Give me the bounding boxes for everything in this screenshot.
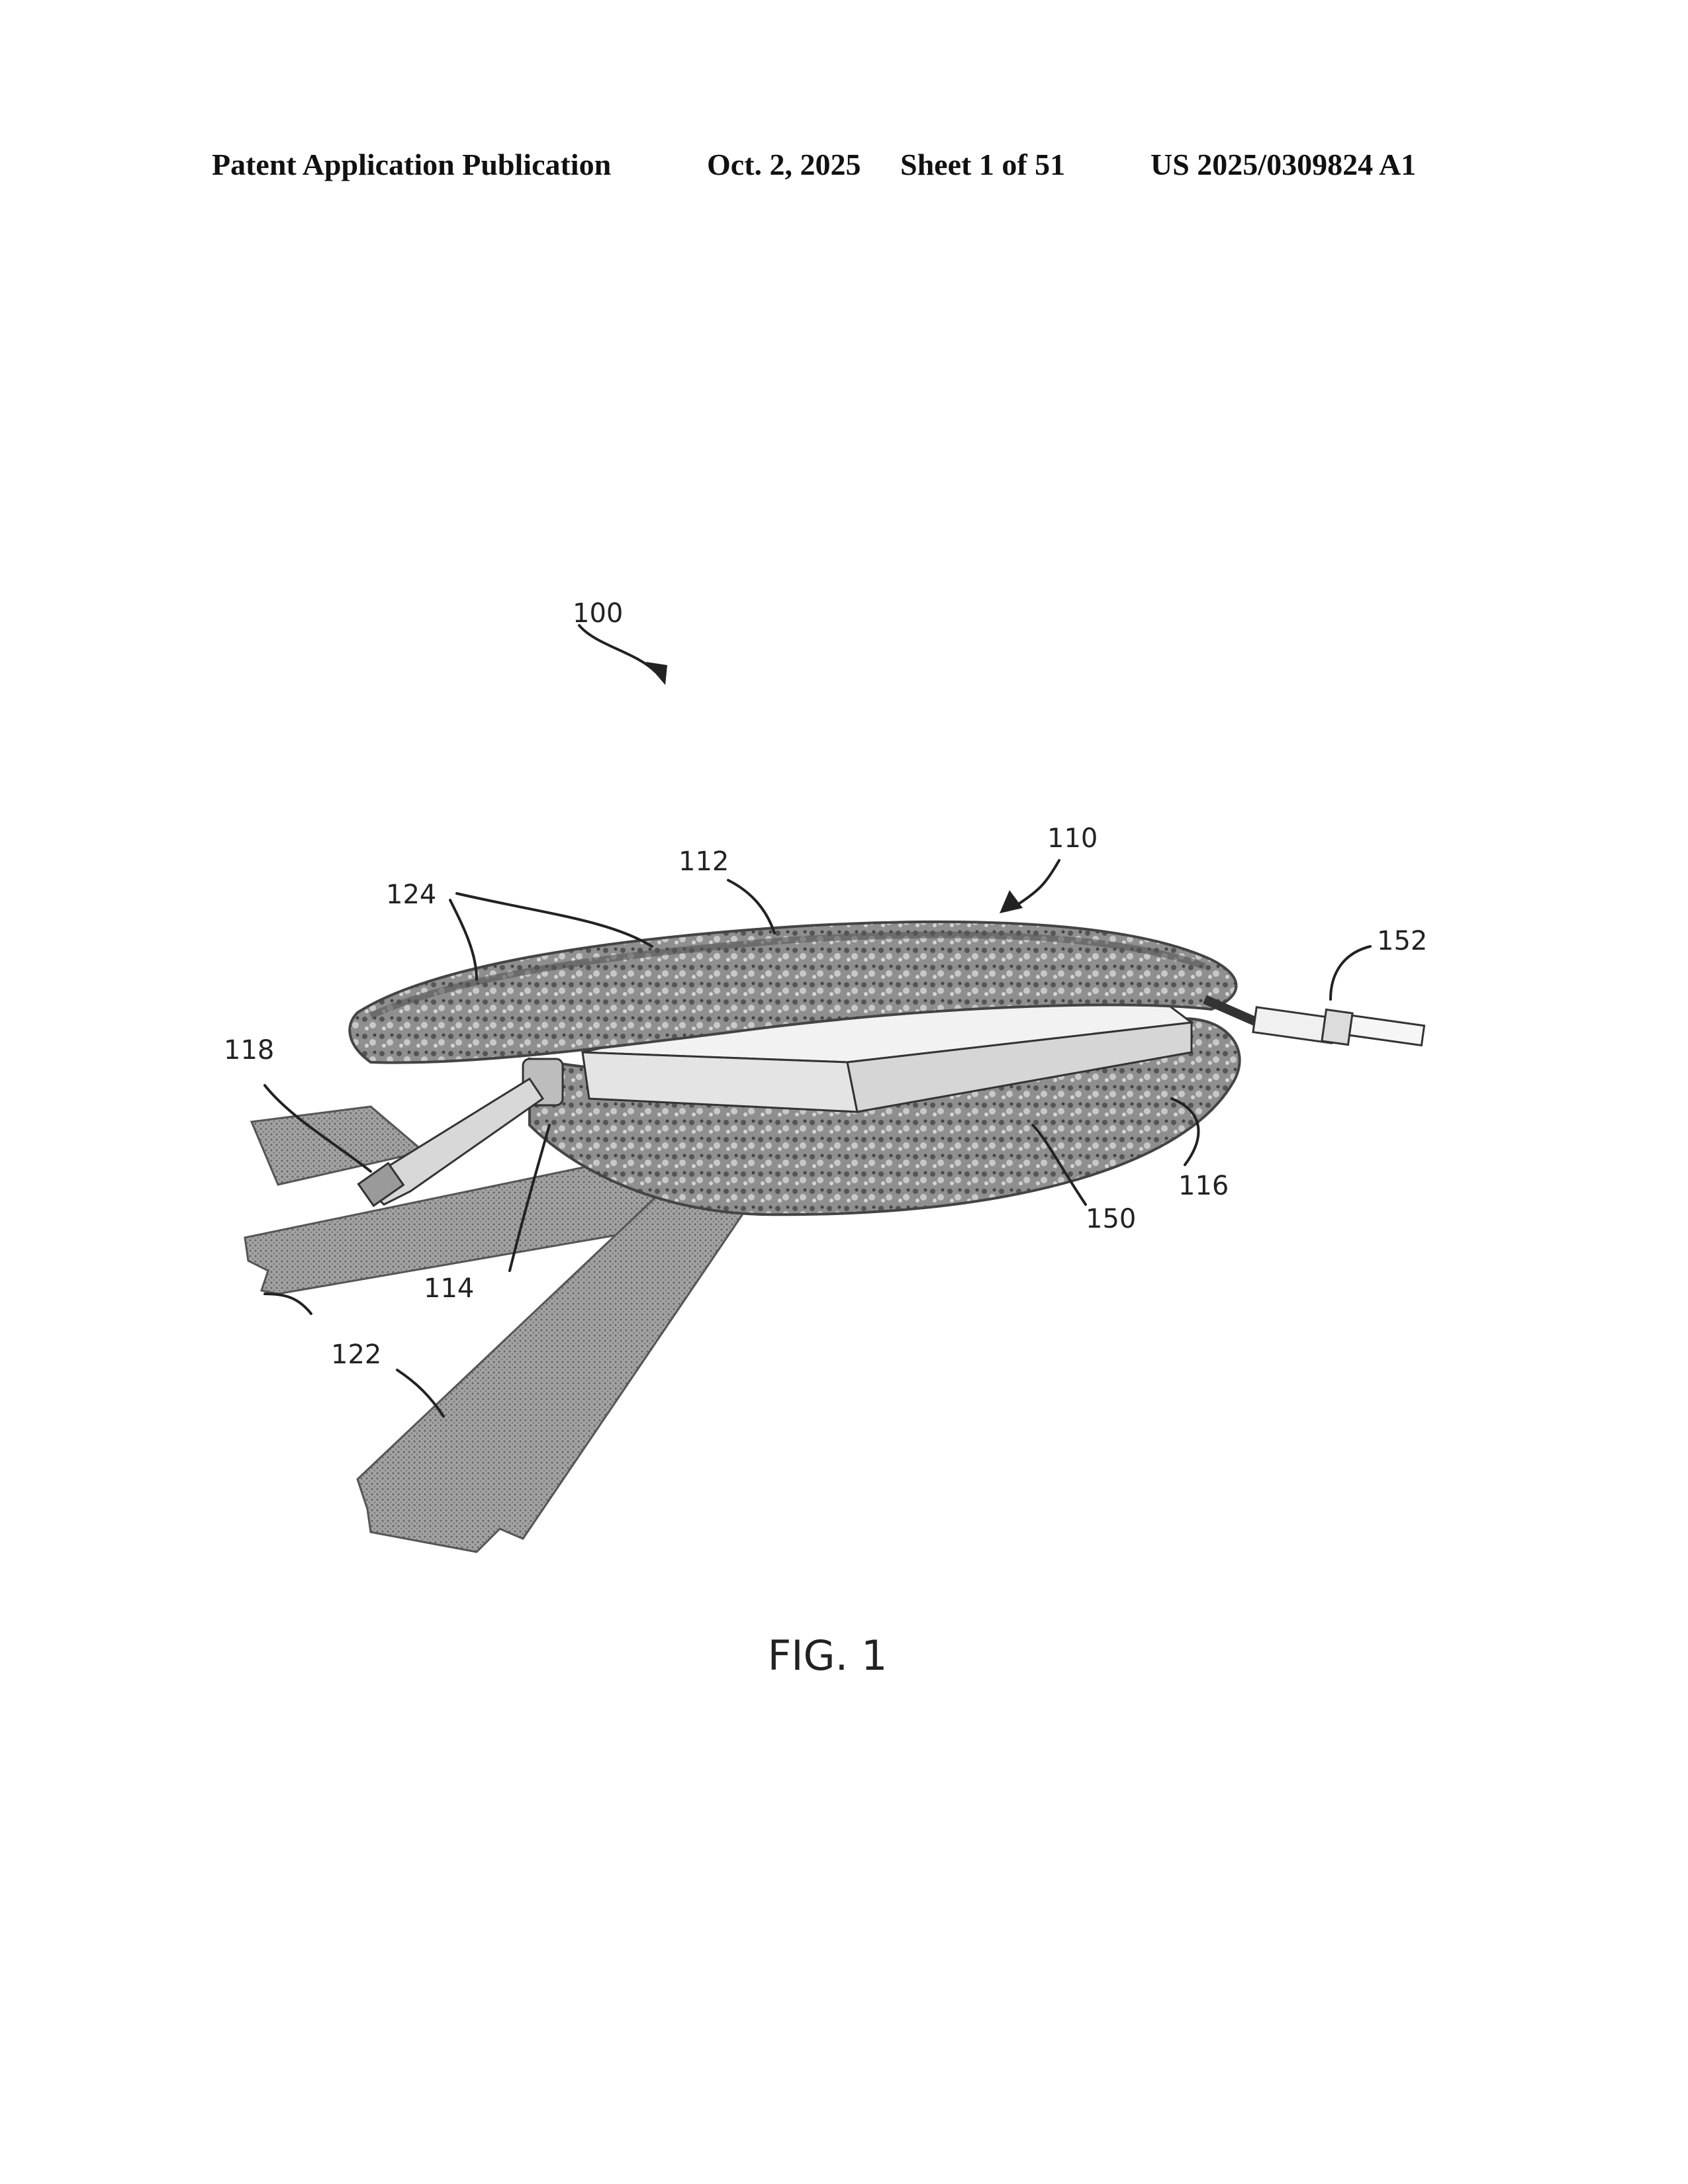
arrow-110 xyxy=(1000,890,1023,913)
ref-118: 118 xyxy=(224,1035,274,1066)
leader-152 xyxy=(1331,946,1370,999)
connector-152-tip xyxy=(1349,1015,1424,1045)
arrow-100 xyxy=(645,662,667,685)
ref-112: 112 xyxy=(679,846,729,877)
ref-124: 124 xyxy=(386,880,436,910)
leader-112 xyxy=(728,880,774,933)
ref-122: 122 xyxy=(331,1340,381,1370)
connector-152-ring xyxy=(1322,1009,1352,1044)
ref-116: 116 xyxy=(1178,1171,1229,1201)
figure-label: FIG. 1 xyxy=(728,1631,927,1680)
ref-110: 110 xyxy=(1047,823,1098,854)
leader-122a xyxy=(265,1294,311,1314)
tube-152 xyxy=(1205,999,1258,1023)
leader-110 xyxy=(1019,860,1059,903)
leader-124b xyxy=(457,893,652,946)
leader-100 xyxy=(579,625,655,672)
ref-150: 150 xyxy=(1086,1204,1136,1234)
ref-114: 114 xyxy=(424,1273,474,1304)
leader-124 xyxy=(450,900,477,979)
ref-100: 100 xyxy=(573,598,623,629)
ref-152: 152 xyxy=(1377,926,1427,956)
